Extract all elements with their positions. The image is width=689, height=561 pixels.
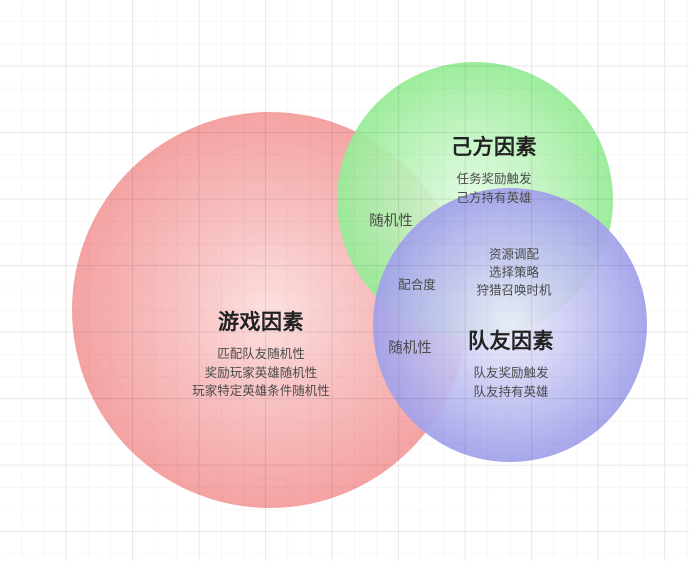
set-item: 匹配队友随机性	[217, 346, 305, 361]
set-item: 玩家特定英雄条件随机性	[192, 383, 330, 398]
set-item: 任务奖励触发	[456, 171, 532, 186]
set-circle-teammate	[373, 188, 647, 462]
intersection-line: 资源调配	[488, 246, 540, 262]
set-items-teammate: 队友奖励触发 队友持有英雄	[468, 364, 554, 401]
intersection-line: 狩猎召唤时机	[476, 281, 552, 297]
intersection-label-self-teammate: 资源调配 选择策略 狩猎召唤时机	[476, 245, 551, 298]
set-label-game: 游戏因素 匹配队友随机性 奖励玩家英雄随机性 玩家特定英雄条件随机性	[192, 306, 330, 401]
set-title-teammate: 队友因素	[468, 329, 554, 353]
set-title-self: 己方因素	[451, 135, 537, 159]
set-items-game: 匹配队友随机性 奖励玩家英雄随机性 玩家特定英雄条件随机性	[192, 345, 330, 401]
set-item: 队友持有英雄	[473, 383, 549, 399]
intersection-label-game-self: 随机性	[369, 213, 413, 230]
intersection-label-game-teammate: 随机性	[388, 340, 432, 357]
set-label-self: 己方因素 任务奖励触发 己方持有英雄	[451, 131, 537, 207]
set-label-teammate: 队友因素 队友奖励触发 队友持有英雄	[468, 325, 554, 401]
set-item: 己方持有英雄	[456, 189, 532, 205]
set-items-self: 任务奖励触发 己方持有英雄	[451, 170, 537, 207]
set-item: 奖励玩家英雄随机性	[204, 364, 318, 380]
intersection-line: 选择策略	[488, 264, 540, 280]
intersection-label-center: 配合度	[398, 277, 436, 293]
set-title-game: 游戏因素	[217, 310, 304, 334]
set-item: 队友奖励触发	[473, 365, 549, 380]
